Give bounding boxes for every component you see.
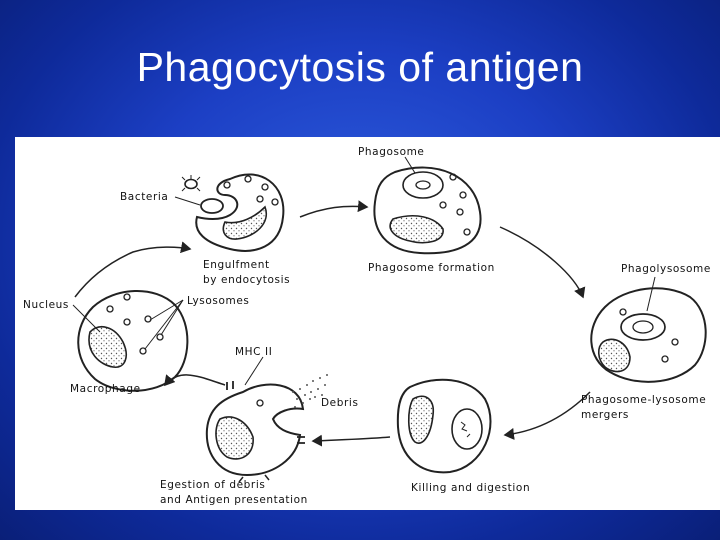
- cell-phagolysosome: [590, 276, 707, 383]
- lysosome-pointer-2: [160, 299, 184, 336]
- lysosome-pointer-3: [144, 299, 184, 350]
- label-merger-2: mergers: [581, 409, 629, 421]
- arrow-engulf-to-phagosome: [299, 200, 369, 218]
- bacterium-free: [181, 175, 201, 192]
- label-nucleus: Nucleus: [23, 299, 69, 311]
- cell-egestion: [205, 356, 328, 483]
- label-mhc: MHC II: [235, 346, 272, 358]
- label-debris: Debris: [321, 397, 359, 409]
- arrow-phagolysosome-to-killing: [503, 391, 591, 440]
- phagosome-vesicle: [402, 171, 444, 199]
- cell-engulfment: [174, 173, 285, 252]
- arrow-phagosome-to-phagolysosome: [499, 226, 586, 299]
- cell-killing: [396, 378, 492, 474]
- slide-title: Phagocytosis of antigen: [136, 44, 584, 90]
- phagocytosis-diagram: Bacteria Phagosome Engulfment by endocyt…: [15, 137, 720, 510]
- label-merger-1: Phagosome-lysosome: [581, 394, 706, 406]
- label-engulfment-2: by endocytosis: [203, 274, 290, 286]
- label-macrophage: Macrophage: [70, 383, 141, 395]
- label-egestion-1: Egestion of debris: [160, 479, 265, 491]
- label-killing: Killing and digestion: [411, 482, 530, 494]
- label-phagosome-formation: Phagosome formation: [368, 262, 495, 274]
- nucleus-pointer: [72, 304, 101, 333]
- mhc-receptor: [226, 381, 234, 390]
- diagram-canvas: Bacteria Phagosome Engulfment by endocyt…: [23, 146, 711, 506]
- cell-macrophage: [72, 290, 189, 392]
- label-lysosomes: Lysosomes: [187, 295, 249, 307]
- arrow-killing-to-egestion: [311, 434, 391, 447]
- bacterium-engulfed: [200, 198, 224, 214]
- label-engulfment-1: Engulfment: [203, 259, 270, 271]
- phagolysosome-pointer: [646, 276, 656, 312]
- label-bacteria: Bacteria: [120, 191, 168, 203]
- phagosome-pointer: [404, 156, 416, 174]
- cell-phagosome: [373, 156, 482, 255]
- arrow-egestion-to-macrophage: [164, 374, 226, 387]
- label-phagolysosome: Phagolysosome: [621, 263, 711, 275]
- bacteria-pointer: [174, 196, 201, 206]
- debris-particles: [292, 374, 328, 408]
- label-egestion-2: and Antigen presentation: [160, 494, 308, 506]
- lysosome-pointer-1: [149, 299, 184, 321]
- arrow-macrophage-to-engulf: [74, 241, 192, 298]
- label-phagosome: Phagosome: [358, 146, 425, 158]
- cycle-arrows: [74, 200, 591, 447]
